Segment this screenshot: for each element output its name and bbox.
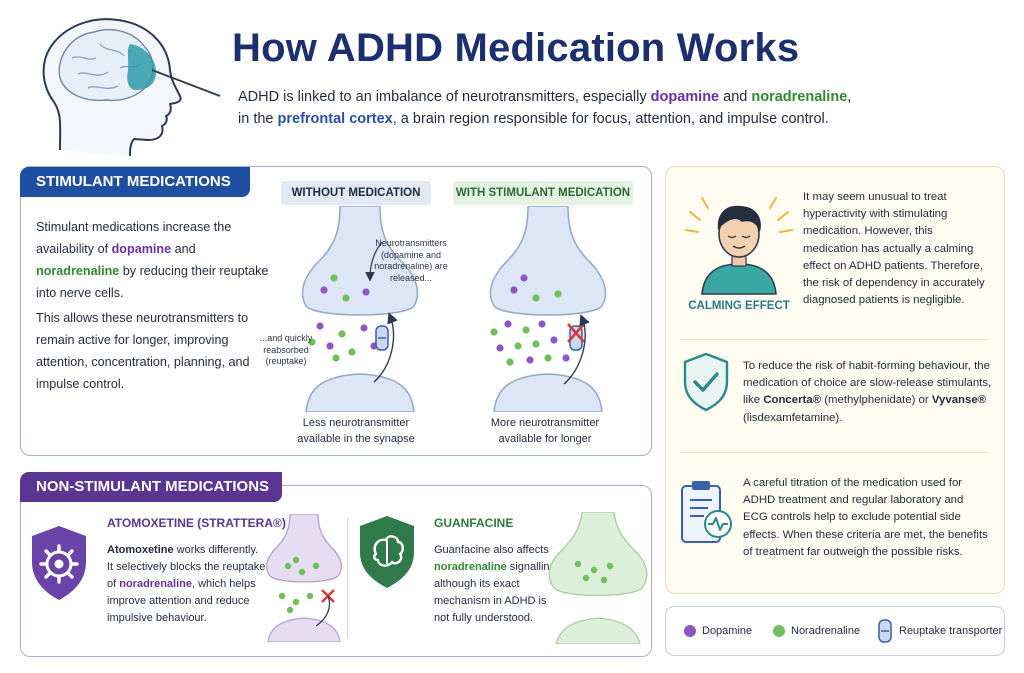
- non-stimulant-divider: [347, 518, 348, 638]
- sidebar-divider: [680, 339, 988, 340]
- intro-text: ADHD is linked to an imbalance of neurot…: [238, 89, 852, 127]
- guanfacine-text: Guanfacine also affects noradrenaline si…: [434, 544, 559, 624]
- vyvanse-term: Vyvanse®: [931, 394, 987, 407]
- non-stimulant-panel: [20, 485, 652, 657]
- noradrenaline-legend-dot: [773, 625, 785, 637]
- clipboard-ecg-icon: [681, 481, 732, 543]
- legend-dopamine: Dopamine: [702, 625, 753, 637]
- legend: [665, 606, 1005, 656]
- prefrontal-term: prefrontal cortex: [277, 111, 393, 127]
- stimulant-text-1: Stimulant medications increase the avail…: [36, 220, 269, 300]
- legend-transporter: Reuptake transporter: [899, 625, 1003, 637]
- titration-text: A careful titration of the medication us…: [743, 477, 988, 558]
- sidebar-divider: [680, 452, 988, 453]
- block-x-icon: [567, 323, 585, 343]
- guanfacine-heading: GUANFACINE: [434, 516, 514, 530]
- page-title: How ADHD Medication Works: [232, 26, 800, 70]
- atomoxetine-heading: ATOMOXETINE (STRATTERA®): [107, 516, 286, 530]
- caption-without: Less neurotransmitter available in the s…: [297, 417, 415, 445]
- reuptake-transporter-icon: [878, 619, 892, 643]
- atomoxetine-text: Atomoxetine works differently. It select…: [107, 544, 266, 624]
- shield-brain-icon: [360, 516, 414, 588]
- shield-check-icon: [683, 352, 729, 412]
- brain-head-icon: [42, 18, 221, 157]
- synapse-with-diagram: [489, 206, 607, 412]
- with-medication-label: WITH STIMULANT MEDICATION: [453, 181, 633, 205]
- slow-release-text: To reduce the risk of habit-forming beha…: [743, 360, 992, 424]
- synapse-atomoxetine-diagram: [265, 514, 343, 642]
- calming-effect-text: It may seem unusual to treat hyperactivi…: [803, 191, 985, 307]
- annotation-release: Neurotransmitters (dopamine and noradren…: [374, 238, 448, 283]
- shield-gear-icon: [32, 526, 86, 600]
- legend-noradrenaline: Noradrenaline: [791, 625, 861, 637]
- non-stimulant-title: NON-STIMULANT MEDICATIONS: [20, 472, 282, 502]
- noradrenaline-term: noradrenaline: [751, 89, 848, 105]
- annotation-reuptake: ...and quickly reabsorbed (reuptake): [259, 333, 313, 366]
- caption-with: More neurotransmitter available for long…: [490, 417, 600, 445]
- stimulant-text-2: This allows these neurotransmitters to r…: [36, 311, 250, 391]
- synapse-without-diagram: [301, 206, 419, 412]
- without-medication-label: WITHOUT MEDICATION: [281, 181, 431, 205]
- dopamine-legend-dot: [684, 625, 696, 637]
- synapse-guanfacine-diagram: [548, 512, 648, 644]
- concerta-term: Concerta®: [763, 394, 822, 407]
- calm-person-icon: [685, 197, 793, 295]
- calming-effect-label: CALMING EFFECT: [688, 300, 790, 312]
- dopamine-term: dopamine: [650, 89, 720, 105]
- stimulant-title: STIMULANT MEDICATIONS: [20, 167, 250, 197]
- stimulant-panel: [20, 166, 652, 456]
